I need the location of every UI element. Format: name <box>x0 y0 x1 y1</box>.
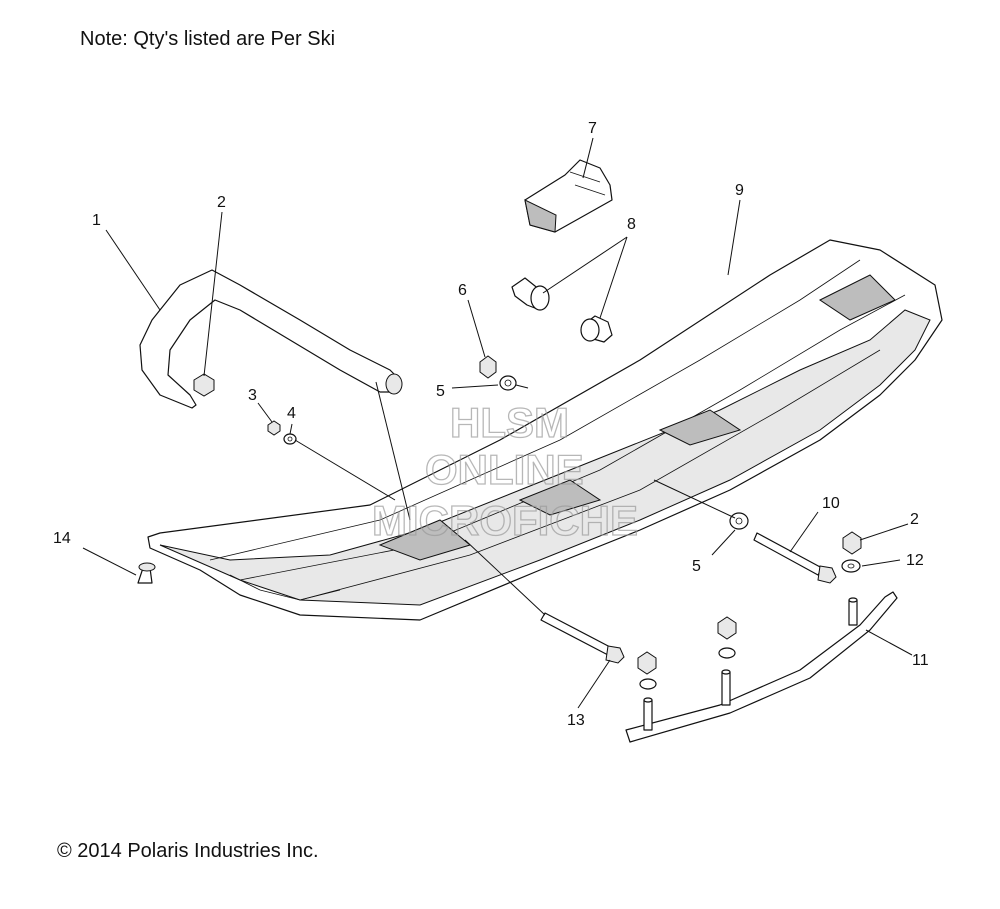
bolt-part-10[interactable] <box>753 532 837 584</box>
watermark-line-1: HLSM <box>450 399 569 446</box>
bushing-part-8b[interactable] <box>580 315 613 343</box>
carbide-runner-part[interactable] <box>625 591 898 743</box>
washer-part-4[interactable] <box>283 433 297 445</box>
nut-part-3[interactable] <box>267 420 281 436</box>
callout-8: 8 <box>627 216 636 233</box>
copyright-text: © 2014 Polaris Industries Inc. <box>57 840 319 862</box>
watermark-line-2: ONLINE <box>425 446 584 493</box>
rivet-part-14[interactable] <box>137 562 156 584</box>
wear-pad-part[interactable] <box>524 159 613 233</box>
watermark-line-3: MICROFICHE <box>372 497 638 544</box>
washer-part-5a[interactable] <box>499 375 517 391</box>
watermark: HLSM ONLINE MICROFICHE <box>371 398 638 544</box>
diagram-note: Note: Qty's listed are Per Ski <box>80 28 336 50</box>
callout-13: 13 <box>567 712 585 729</box>
callout-3: 3 <box>248 387 257 404</box>
callout-5a: 5 <box>436 383 445 400</box>
ski-body-part[interactable] <box>147 239 943 621</box>
nut-part-2b[interactable] <box>842 531 862 555</box>
callout-5b: 5 <box>692 558 701 575</box>
callout-14: 14 <box>53 530 71 547</box>
ski-loop-part[interactable] <box>139 269 403 409</box>
callout-10: 10 <box>822 495 840 512</box>
washer-part-12[interactable] <box>841 559 861 573</box>
callout-7: 7 <box>588 120 597 137</box>
bolt-part-13[interactable] <box>540 612 625 664</box>
callout-1: 1 <box>92 212 101 229</box>
callout-2b: 2 <box>910 511 919 528</box>
callout-11: 11 <box>912 652 929 669</box>
callout-2a: 2 <box>217 194 226 211</box>
nut-part-6[interactable] <box>479 355 497 379</box>
callout-12: 12 <box>906 552 924 569</box>
callout-4: 4 <box>287 405 296 422</box>
leader-lines <box>82 137 913 709</box>
callout-6: 6 <box>458 282 467 299</box>
bushing-part-8a[interactable] <box>511 277 550 311</box>
callout-9: 9 <box>735 182 744 199</box>
nut-part-2a[interactable] <box>193 373 215 397</box>
callout-labels: 1 2 3 4 5 6 7 8 9 10 2 12 11 13 14 5 <box>53 120 929 729</box>
washer-part-5b[interactable] <box>729 512 749 530</box>
